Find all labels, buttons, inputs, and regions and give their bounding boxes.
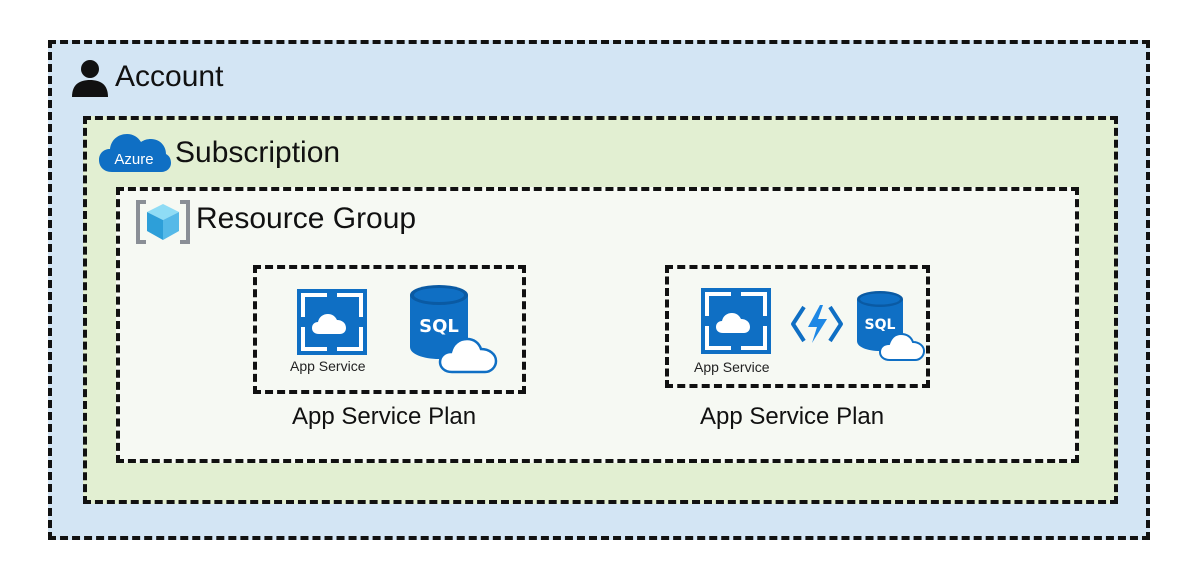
app-service-icon <box>297 289 367 355</box>
azure-badge-text: Azure <box>114 151 153 168</box>
resource-group-title: Resource Group <box>196 202 417 235</box>
app-service-plan-1 <box>253 265 526 394</box>
app-service-label: App Service <box>290 358 366 374</box>
sql-database-icon: SQL <box>410 285 498 374</box>
app-service-icon <box>701 288 771 354</box>
azure-cloud-icon: Azure <box>99 134 171 172</box>
sql-label: SQL <box>419 316 459 337</box>
account-title: Account <box>115 60 224 93</box>
subscription-title: Subscription <box>175 136 341 169</box>
person-icon <box>72 60 108 97</box>
app-service-plan-label: App Service Plan <box>292 403 477 430</box>
app-service-plan-label: App Service Plan <box>700 403 885 430</box>
azure-function-icon <box>791 305 843 343</box>
resource-group-container <box>116 187 1079 463</box>
resource-group-cube-icon <box>136 200 190 244</box>
app-service-plan-2 <box>665 265 930 388</box>
app-service-label: App Service <box>694 359 770 375</box>
sql-label: SQL <box>865 317 896 333</box>
sql-database-icon: SQL <box>857 291 926 361</box>
